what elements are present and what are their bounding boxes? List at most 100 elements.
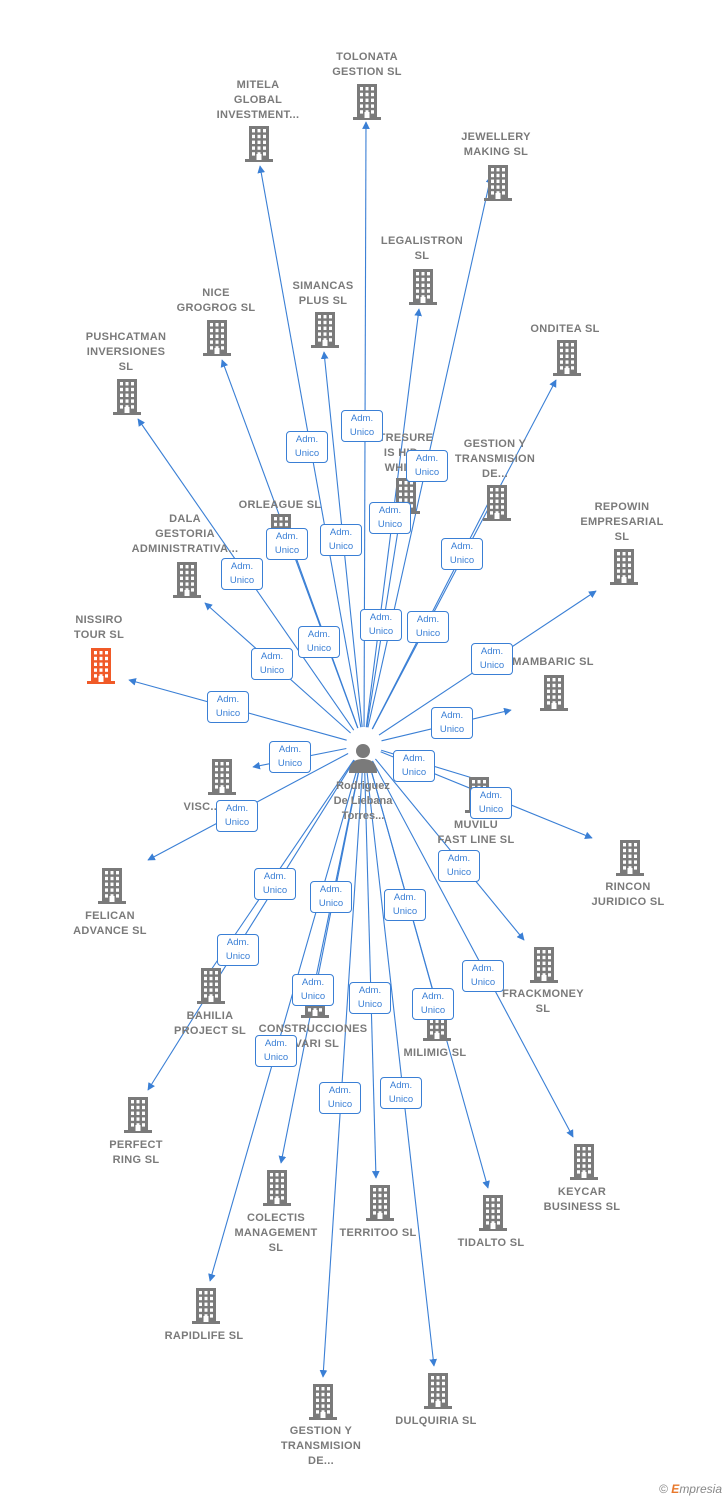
edge-role-line2: Unico <box>478 804 504 815</box>
edge-role-line2: Unico <box>224 817 250 828</box>
building-icon-visc[interactable] <box>208 759 236 795</box>
edge-role-badge[interactable]: Adm.Unico <box>292 974 334 1006</box>
building-icon-felican[interactable] <box>98 868 126 904</box>
building-icon-dala[interactable] <box>173 562 201 598</box>
building-icon-keycar[interactable] <box>570 1144 598 1180</box>
company-name-repowin: REPOWIN EMPRESARIAL SL <box>580 501 664 543</box>
building-icon-onditea[interactable] <box>553 340 581 376</box>
building-icon-simancas[interactable] <box>311 312 339 348</box>
building-icon-mambaric[interactable] <box>540 675 568 711</box>
edge-role-badge[interactable]: Adm.Unico <box>462 960 504 992</box>
edge-role-badge[interactable]: Adm.Unico <box>269 741 311 773</box>
company-node-bahilia[interactable]: BAHILIA PROJECT SL <box>150 1009 270 1039</box>
company-node-mitela[interactable]: MITELA GLOBAL INVESTMENT... <box>198 78 318 123</box>
building-icon-gestion2[interactable] <box>309 1384 337 1420</box>
edge-role-badge[interactable]: Adm.Unico <box>407 611 449 643</box>
company-node-milimig[interactable]: MILIMIG SL <box>375 1046 495 1061</box>
company-node-gestion1[interactable]: GESTION Y TRANSMISION DE... <box>435 437 555 482</box>
company-node-gestion2[interactable]: GESTION Y TRANSMISION DE... <box>261 1424 381 1469</box>
company-node-jewellery[interactable]: JEWELLERY MAKING SL <box>436 130 556 160</box>
edge-role-badge[interactable]: Adm.Unico <box>470 787 512 819</box>
company-node-rapidlife[interactable]: RAPIDLIFE SL <box>144 1329 264 1344</box>
company-node-tolonata[interactable]: TOLONATA GESTION SL <box>307 50 427 80</box>
building-icon-perfect[interactable] <box>124 1097 152 1133</box>
building-icon-legalistron[interactable] <box>409 269 437 305</box>
company-node-onditea[interactable]: ONDITEA SL <box>505 322 625 337</box>
person-icon[interactable] <box>348 742 378 774</box>
company-node-repowin[interactable]: REPOWIN EMPRESARIAL SL <box>562 500 682 545</box>
building-icon-rincon[interactable] <box>616 840 644 876</box>
building-icon-frackmoney[interactable] <box>530 947 558 983</box>
company-node-nice[interactable]: NICE GROGROG SL <box>156 286 276 316</box>
building-icon-pushcatman[interactable] <box>113 379 141 415</box>
company-name-mambaric: MAMBARIC SL <box>512 656 594 668</box>
building-icon-jewellery[interactable] <box>484 165 512 201</box>
company-node-felican[interactable]: FELICAN ADVANCE SL <box>50 909 170 939</box>
company-node-territoo[interactable]: TERRITOO SL <box>318 1226 438 1241</box>
company-node-simancas[interactable]: SIMANCAS PLUS SL <box>263 279 383 309</box>
company-name-pushcatman: PUSHCATMAN INVERSIONES SL <box>85 331 167 373</box>
edge-role-badge[interactable]: Adm.Unico <box>349 982 391 1014</box>
edge-keycar <box>371 760 574 1138</box>
edge-role-badge[interactable]: Adm.Unico <box>254 868 296 900</box>
building-icon-nissiro[interactable] <box>87 648 115 684</box>
building-icon-territoo[interactable] <box>366 1185 394 1221</box>
company-node-muvilu[interactable]: MUVILU FAST LINE SL <box>416 818 536 848</box>
edge-role-line2: Unico <box>318 898 344 909</box>
edge-role-badge[interactable]: Adm.Unico <box>393 750 435 782</box>
edge-role-line2: Unico <box>446 867 472 878</box>
company-node-mambaric[interactable]: MAMBARIC SL <box>493 655 613 670</box>
building-icon-mitela[interactable] <box>245 126 273 162</box>
building-icon-bahilia[interactable] <box>197 968 225 1004</box>
edge-role-badge[interactable]: Adm.Unico <box>369 502 411 534</box>
edge-role-line1: Adm. <box>421 991 445 1002</box>
brand-name: mpresia <box>679 1482 722 1496</box>
edge-role-badge[interactable]: Adm.Unico <box>438 850 480 882</box>
edge-role-badge[interactable]: Adm.Unico <box>406 450 448 482</box>
company-node-pushcatman[interactable]: PUSHCATMAN INVERSIONES SL <box>66 330 186 375</box>
edge-role-badge[interactable]: Adm.Unico <box>341 410 383 442</box>
building-icon-tidalto[interactable] <box>479 1195 507 1231</box>
edge-role-badge[interactable]: Adm.Unico <box>384 889 426 921</box>
edge-role-badge[interactable]: Adm.Unico <box>380 1077 422 1109</box>
edge-role-badge[interactable]: Adm.Unico <box>441 538 483 570</box>
company-node-tidalto[interactable]: TIDALTO SL <box>431 1236 551 1251</box>
building-icon-dulquiria[interactable] <box>424 1373 452 1409</box>
company-node-rincon[interactable]: RINCON JURIDICO SL <box>568 880 688 910</box>
company-node-orleague[interactable]: ORLEAGUE SL <box>220 498 340 513</box>
building-icon-gestion1[interactable] <box>483 485 511 521</box>
company-node-colectis[interactable]: COLECTIS MANAGEMENT SL <box>216 1211 336 1256</box>
edge-role-badge[interactable]: Adm.Unico <box>286 431 328 463</box>
edge-role-badge[interactable]: Adm.Unico <box>221 558 263 590</box>
building-icon-tolonata[interactable] <box>353 84 381 120</box>
edge-role-badge[interactable]: Adm.Unico <box>216 800 258 832</box>
edge-role-badge[interactable]: Adm.Unico <box>471 643 513 675</box>
company-name-jewellery: JEWELLERY MAKING SL <box>461 131 531 158</box>
edge-role-badge[interactable]: Adm.Unico <box>251 648 293 680</box>
edge-role-badge[interactable]: Adm.Unico <box>255 1035 297 1067</box>
edge-role-badge[interactable]: Adm.Unico <box>207 691 249 723</box>
center-person-name[interactable]: Rodriguez De Liebana Torres... <box>333 780 393 822</box>
company-node-perfect[interactable]: PERFECT RING SL <box>76 1138 196 1168</box>
company-node-dala[interactable]: DALA GESTORIA ADMINISTRATIVA... <box>125 512 245 557</box>
edge-role-line2: Unico <box>259 665 285 676</box>
edge-role-badge[interactable]: Adm.Unico <box>431 707 473 739</box>
building-icon-repowin[interactable] <box>610 549 638 585</box>
company-node-frackmoney[interactable]: FRACKMONEY SL <box>483 987 603 1017</box>
company-node-legalistron[interactable]: LEGALISTRON SL <box>362 234 482 264</box>
edge-role-badge[interactable]: Adm.Unico <box>217 934 259 966</box>
edge-role-badge[interactable]: Adm.Unico <box>310 881 352 913</box>
edge-role-badge[interactable]: Adm.Unico <box>412 988 454 1020</box>
company-node-keycar[interactable]: KEYCAR BUSINESS SL <box>522 1185 642 1215</box>
building-icon-nice[interactable] <box>203 320 231 356</box>
building-icon-colectis[interactable] <box>263 1170 291 1206</box>
edge-role-badge[interactable]: Adm.Unico <box>298 626 340 658</box>
edge-role-badge[interactable]: Adm.Unico <box>360 609 402 641</box>
company-node-nissiro[interactable]: NISSIRO TOUR SL <box>39 613 159 643</box>
building-icon-rapidlife[interactable] <box>192 1288 220 1324</box>
edge-role-badge[interactable]: Adm.Unico <box>319 1082 361 1114</box>
company-node-dulquiria[interactable]: DULQUIRIA SL <box>376 1414 496 1429</box>
edge-role-badge[interactable]: Adm.Unico <box>266 528 308 560</box>
company-node-visc[interactable]: VISC... <box>142 800 262 815</box>
edge-role-badge[interactable]: Adm.Unico <box>320 524 362 556</box>
